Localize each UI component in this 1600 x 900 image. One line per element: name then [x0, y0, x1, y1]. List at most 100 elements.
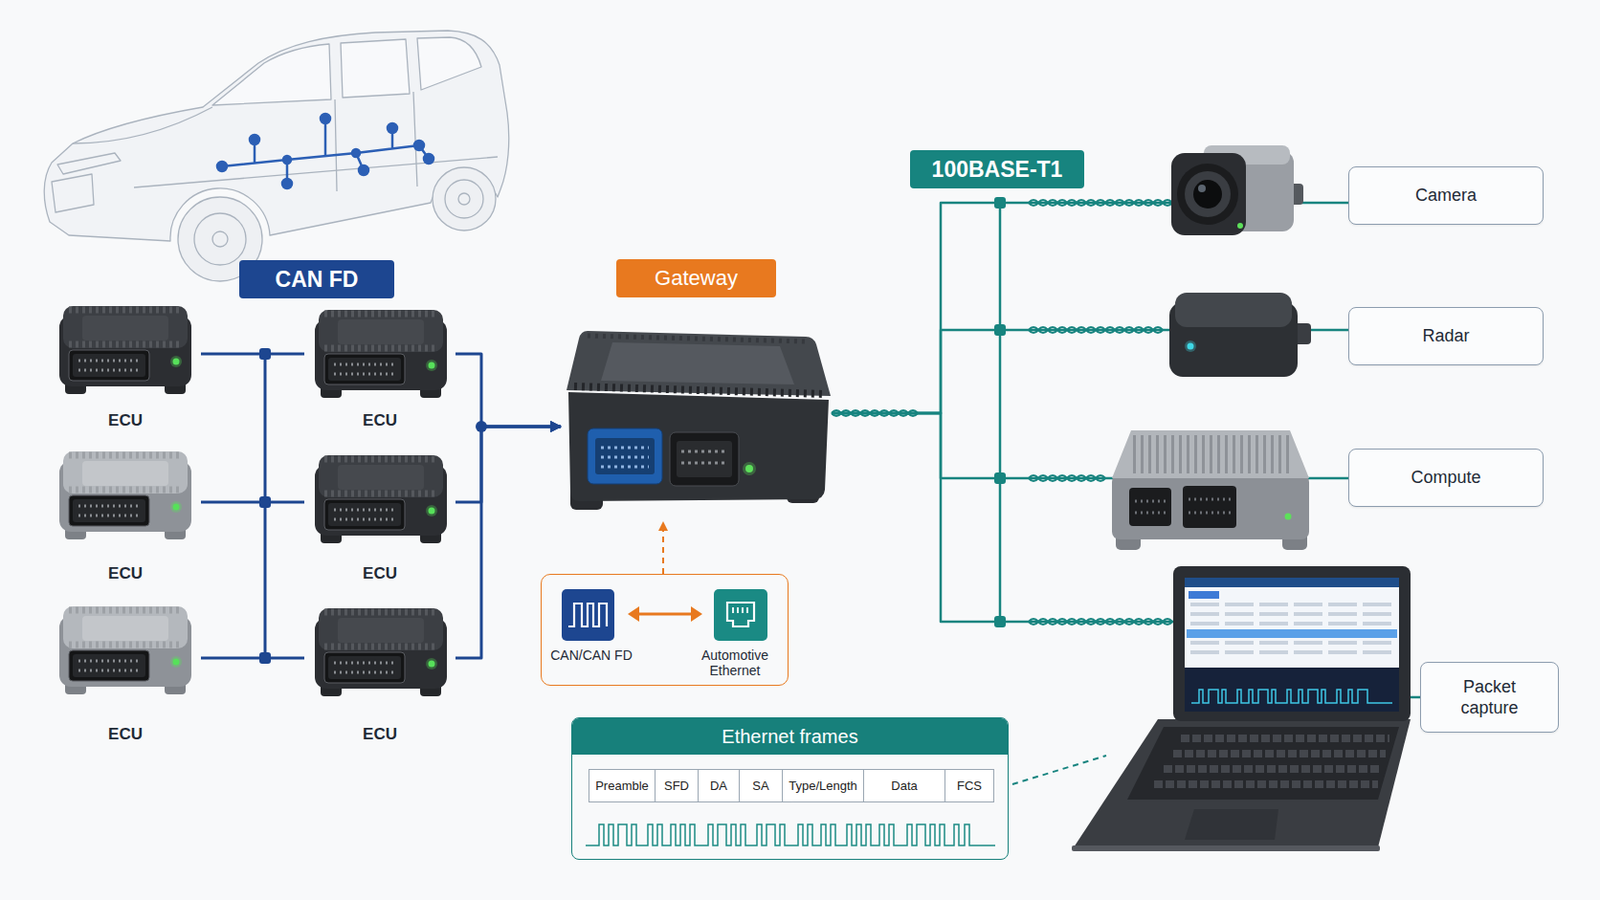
twisted-pair: [1028, 475, 1106, 482]
laptop-device: [1154, 738, 1390, 785]
ecu-node: ECU: [304, 298, 456, 433]
in-vehicle-network: [320, 113, 331, 124]
laptop-device: [1184, 577, 1400, 712]
laptop-device: [1071, 566, 1411, 852]
callout-icons: [568, 603, 607, 627]
callout-icons: [733, 607, 748, 614]
ecu-device: [314, 310, 447, 399]
camera-device: [1177, 163, 1239, 225]
ecu-device: [314, 608, 447, 697]
radar-device: [1169, 292, 1312, 378]
gateway-device: [566, 331, 831, 511]
ecu-node: ECU: [49, 597, 201, 747]
vehicle-illustration: [334, 91, 418, 192]
in-vehicle-network: [283, 155, 291, 164]
twisted-pair: [1028, 619, 1173, 625]
frame-waveform: [585, 824, 996, 846]
twisted-pair: [1028, 200, 1173, 206]
laptop-device: [1184, 667, 1400, 712]
leader-line: [1012, 755, 1107, 785]
twisted-pair: [831, 200, 1173, 625]
in-vehicle-network: [387, 123, 398, 134]
laptop-device: [1073, 719, 1411, 848]
vehicle-illustration: [432, 167, 496, 231]
laptop-device: [1190, 604, 1396, 653]
vehicle-illustration: [57, 153, 121, 175]
can-bus-line: [455, 426, 561, 503]
in-vehicle-network: [414, 140, 424, 151]
twisted-pair: [831, 410, 918, 417]
ecu-device: [59, 451, 192, 540]
ecu-device: [59, 306, 447, 697]
ecu-device: [59, 606, 192, 695]
compute-device: [1133, 435, 1290, 474]
twisted-pair: [1028, 475, 1106, 482]
dashed-arrow: [662, 522, 665, 575]
gateway-device: [600, 447, 649, 467]
gateway-device: [568, 392, 829, 502]
can-bus-wiring: [259, 496, 271, 509]
vehicle-illustration: [417, 37, 482, 90]
in-vehicle-network: [352, 149, 360, 157]
vehicle-illustration: [444, 179, 484, 219]
device-label: Camera: [1348, 166, 1544, 225]
device-label: Radar: [1348, 307, 1544, 366]
gateway-device: [742, 462, 756, 476]
ethernet-trunk: [994, 197, 1006, 628]
bus-title: CAN FD: [239, 260, 395, 299]
laptop-device: [1071, 845, 1380, 852]
node-text: Radar: [1422, 326, 1469, 347]
device-label: Packet capture: [1420, 662, 1559, 734]
gateway-device: [681, 451, 728, 464]
callout-icons: [635, 613, 695, 617]
ecu-device: [59, 306, 192, 395]
callout-icons: [561, 589, 615, 642]
vehicle-illustration: [194, 213, 246, 266]
in-vehicle-network: [217, 113, 434, 189]
gateway-node: Gateway: [560, 253, 832, 523]
can-bus-line: [200, 501, 305, 505]
vehicle-illustration: [72, 107, 213, 144]
gateway-device: [574, 386, 825, 395]
frame-table: PreambleSFDDASAType/LengthDataFCS: [588, 769, 1008, 803]
can-bus-wiring: [259, 652, 271, 665]
ecu-node: ECU: [49, 444, 201, 586]
laptop-device: [1173, 566, 1411, 722]
can-bus-line: [200, 353, 305, 356]
camera-device: [1198, 184, 1206, 193]
protocol-label: Automotive Ethernet: [685, 647, 785, 679]
protocol-callout: CAN/CAN FD Automotive Ethernet: [540, 574, 789, 687]
in-vehicle-network: [423, 154, 434, 164]
compute-device: [1129, 488, 1172, 527]
ethernet-trunk: [994, 197, 1006, 209]
frame-field: SFD: [654, 769, 699, 803]
laptop-device: [1184, 577, 1400, 588]
gateway-device: [595, 438, 655, 475]
frame-field: DA: [697, 769, 740, 803]
radar-device: [1175, 292, 1292, 328]
camera-device: [1193, 179, 1223, 209]
camera-device: [1171, 153, 1246, 236]
frame-field: Data: [863, 769, 946, 803]
ecu-node: ECU: [304, 597, 456, 747]
gateway-device: [566, 331, 831, 397]
twisted-pair: [831, 410, 918, 417]
twisted-pair: [1028, 327, 1163, 334]
can-bus-line: [455, 426, 561, 659]
ethernet-trunk: [994, 616, 1006, 628]
gateway-device: [600, 342, 795, 385]
can-bus-line: [200, 657, 305, 661]
callout-icons: [627, 606, 703, 623]
camera-device: [1237, 222, 1244, 229]
can-bus-line: [455, 354, 561, 427]
in-vehicle-network: [217, 161, 227, 172]
gateway-device: [587, 335, 806, 342]
camera-device: [1184, 171, 1231, 218]
vehicle-illustration: [44, 30, 510, 242]
gateway-title: Gateway: [616, 259, 777, 298]
radar-device: [1184, 340, 1197, 353]
protocol-label: CAN/CAN FD: [543, 647, 640, 664]
in-vehicle-network: [249, 134, 260, 145]
ecu-label: ECU: [362, 411, 398, 431]
